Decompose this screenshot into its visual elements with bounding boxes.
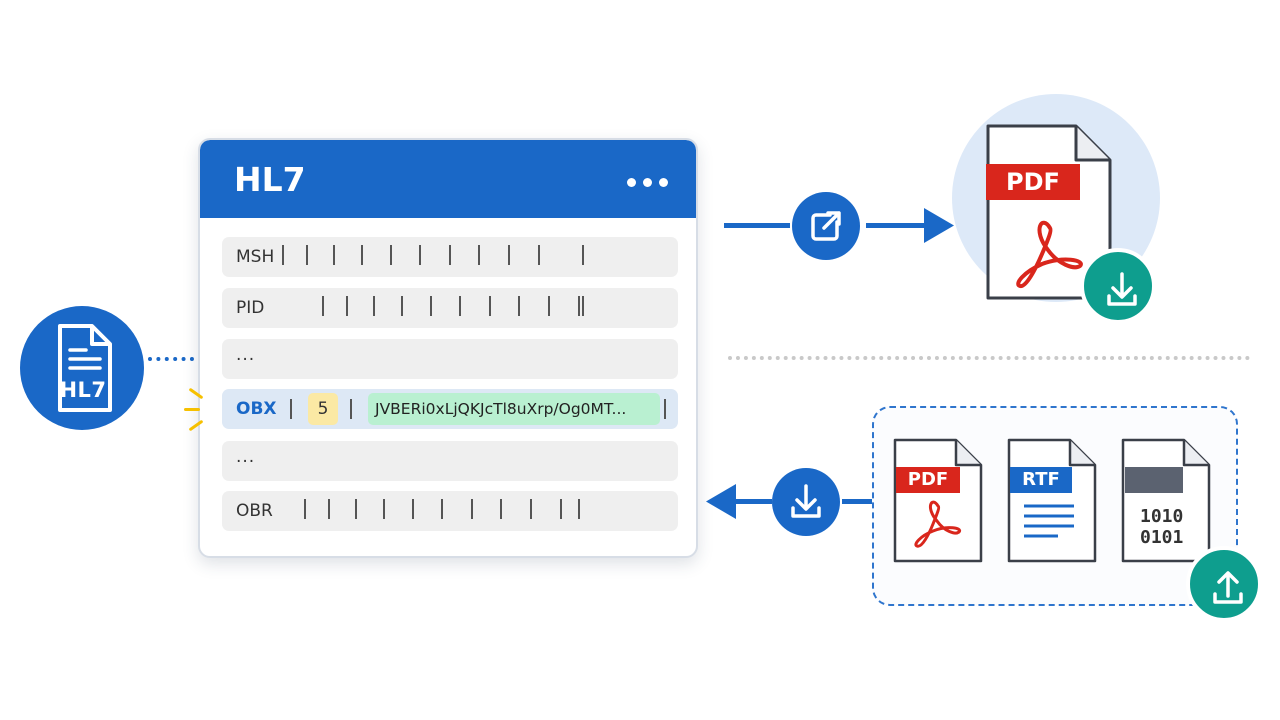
obx-set-id: 5 <box>308 393 338 425</box>
more-horizontal-icon[interactable] <box>620 172 668 191</box>
upload-icon <box>1213 571 1243 604</box>
arrow-left-icon <box>706 484 736 519</box>
binary-line-1: 1010 <box>1140 506 1184 527</box>
segment-row-obx[interactable]: OBX 5 JVBERi0xLjQKJcTl8uXrp/Og0MT... <box>222 389 678 429</box>
pdf-badge: PDF <box>986 164 1080 200</box>
import-arrow-line <box>728 499 772 504</box>
external-link-icon <box>811 211 841 241</box>
import-arrow-line <box>842 499 872 504</box>
export-arrow-line <box>866 223 930 228</box>
import-doc-binary[interactable] <box>1120 438 1212 564</box>
download-icon <box>791 484 821 518</box>
export-button[interactable] <box>792 192 860 260</box>
window-header: HL7 <box>200 140 696 218</box>
segment-ellipsis: ... <box>236 447 256 467</box>
section-separator <box>728 356 1250 360</box>
binary-file-icon <box>1121 438 1211 563</box>
text-lines-icon <box>1007 438 1097 563</box>
doc-badge-pdf: PDF <box>896 467 960 493</box>
arrow-right-icon <box>924 208 954 243</box>
segment-name-obx: OBX <box>236 399 277 419</box>
hl7-file-label: HL7 <box>59 378 107 402</box>
connector-dotted <box>148 357 194 361</box>
segment-name: OBR <box>236 501 273 521</box>
segment-name: PID <box>236 298 265 318</box>
segment-row-msh: MSH <box>222 237 678 277</box>
download-pdf-button[interactable] <box>1080 248 1156 324</box>
segment-row-pid: PID <box>222 288 678 328</box>
segment-row-obr: OBR <box>222 491 678 531</box>
segment-row-ellipsis: ... <box>222 441 678 481</box>
window-title: HL7 <box>234 160 306 199</box>
obx-base64-data[interactable]: JVBERi0xLjQKJcTl8uXrp/Og0MT... <box>368 393 660 425</box>
import-doc-pdf[interactable] <box>892 438 984 564</box>
hl7-message-window: HL7 MSH PID ... OBX 5 JVBERi0xLjQKJcTl8u… <box>198 138 698 558</box>
binary-line-2: 0101 <box>1140 527 1184 548</box>
hl7-source-file: HL7 <box>20 306 144 430</box>
segment-row-ellipsis: ... <box>222 339 678 379</box>
doc-badge-rtf: RTF <box>1010 467 1072 493</box>
export-arrow-line <box>724 223 790 228</box>
segment-ellipsis: ... <box>236 345 256 365</box>
upload-button[interactable] <box>1186 546 1262 622</box>
highlight-tick <box>184 408 200 411</box>
import-doc-rtf[interactable] <box>1006 438 1098 564</box>
hl7-file-icon <box>58 324 112 412</box>
download-icon <box>1107 272 1137 306</box>
import-button[interactable] <box>772 468 840 536</box>
acrobat-icon <box>1016 220 1083 288</box>
acrobat-icon <box>914 500 962 548</box>
segment-name: MSH <box>236 247 275 267</box>
